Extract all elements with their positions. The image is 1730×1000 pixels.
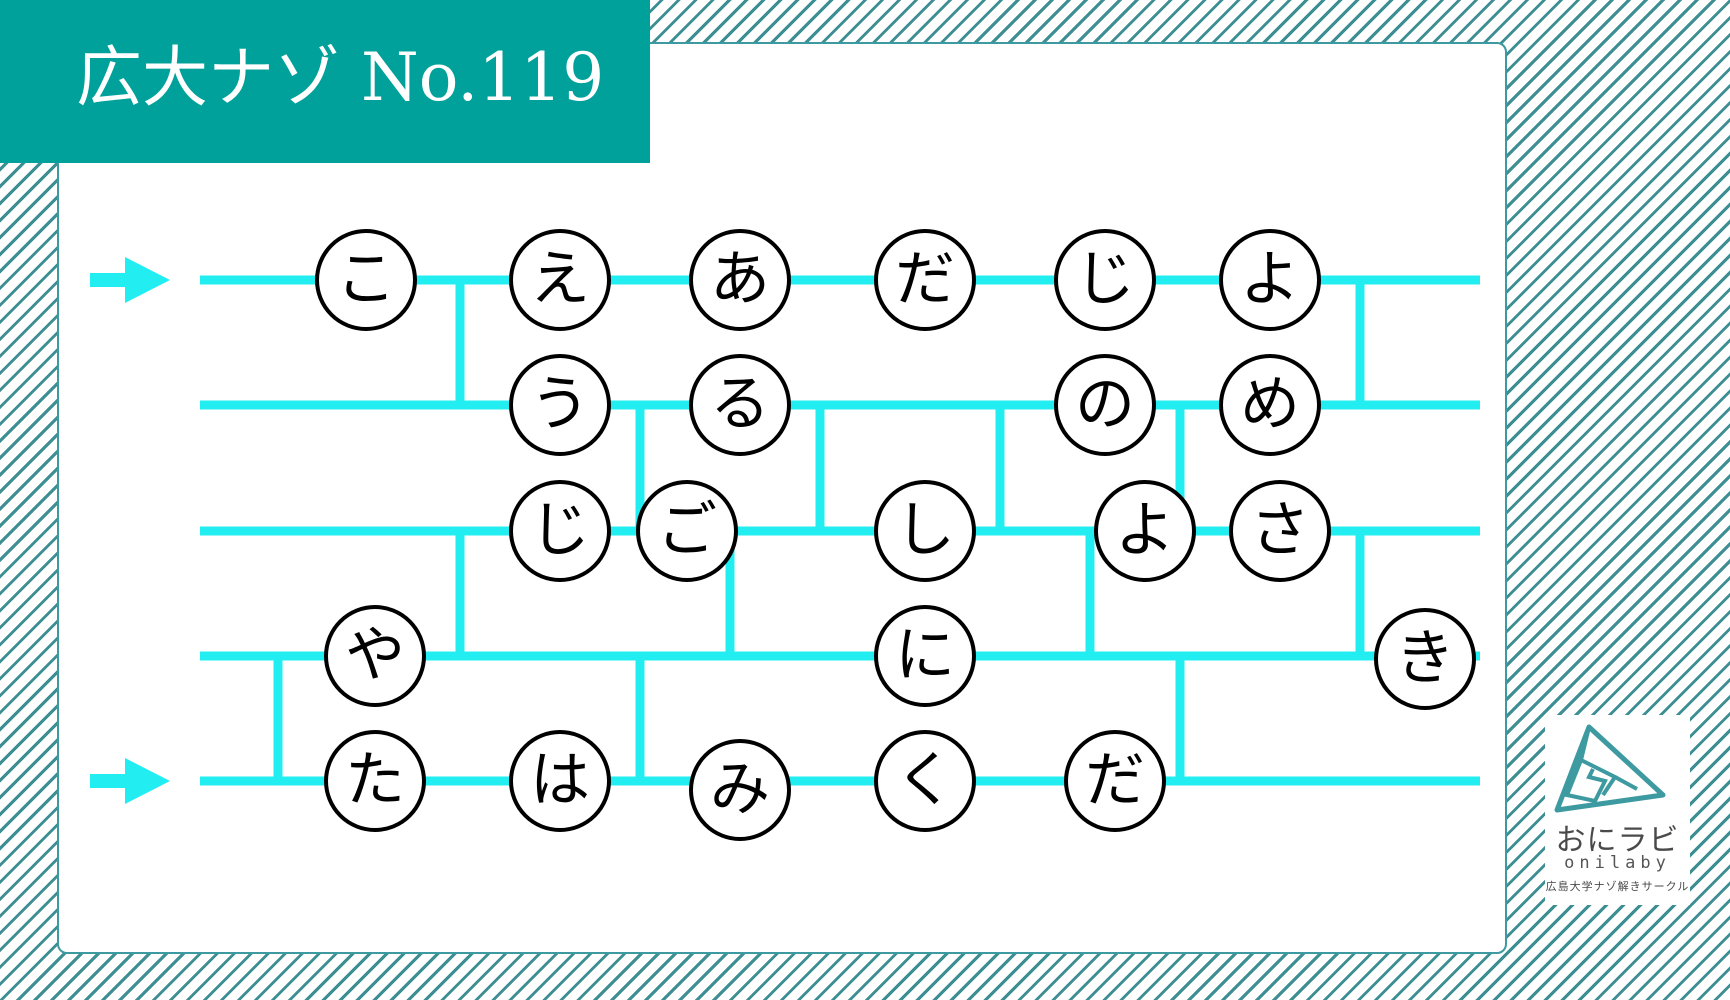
letter-char: た [345,746,405,816]
letter-char: は [530,746,590,816]
letter-circle [636,480,738,582]
letter-circle [1054,354,1156,456]
logo-name: おにラビ [1555,823,1680,858]
letter-char: る [710,370,770,440]
letter-char: え [530,245,590,315]
letter-char: だ [895,245,955,315]
letter-char: だ [1085,746,1145,816]
letter-circle [1219,354,1321,456]
triangle-spiral-logo-icon [1554,724,1666,813]
letter-circle [874,605,976,707]
title-banner: 広大ナゾ No.119 [0,0,650,163]
letter-circle [689,739,791,841]
onilaby-logo: おにラビ onilaby 広島大学ナゾ解きサークル [1545,715,1690,905]
logo-roman-name: onilaby [1564,853,1671,873]
letter-char: め [1240,370,1300,440]
letter-char: さ [1250,496,1310,566]
letter-circle [509,480,611,582]
letter-circle [874,730,976,832]
page-title: 広大ナゾ No.119 [76,39,605,116]
letter-circle [874,480,976,582]
logo-subtitle: 広島大学ナゾ解きサークル [1545,880,1690,893]
letter-circle [509,730,611,832]
letter-char: く [895,746,955,816]
letter-char: に [895,621,955,691]
letter-char: こ [336,245,396,315]
letter-circle [1064,730,1166,832]
letter-char: の [1075,370,1135,440]
letter-circle [1219,229,1321,331]
letter-circle [324,605,426,707]
letter-circle [315,229,417,331]
letter-char: よ [1115,496,1175,566]
letter-circle [689,229,791,331]
right-arrow-icon [90,257,170,303]
letter-char: や [345,621,405,691]
letter-char: よ [1240,245,1300,315]
letter-circle [1094,480,1196,582]
letter-circle [1374,608,1476,710]
letter-circle [874,229,976,331]
letter-char: じ [530,496,590,566]
letter-char: あ [710,245,770,315]
right-arrow-icon [90,758,170,804]
letter-char: ご [657,496,717,566]
letter-circle [509,229,611,331]
letter-char: み [710,755,770,825]
letter-char: き [1395,624,1455,694]
letter-circle [1054,229,1156,331]
letter-circle [509,354,611,456]
letter-char: じ [1075,245,1135,315]
letter-circle [1229,480,1331,582]
letter-circle [324,730,426,832]
letter-char: う [530,370,590,440]
letter-circle [689,354,791,456]
letter-char: し [895,496,955,566]
